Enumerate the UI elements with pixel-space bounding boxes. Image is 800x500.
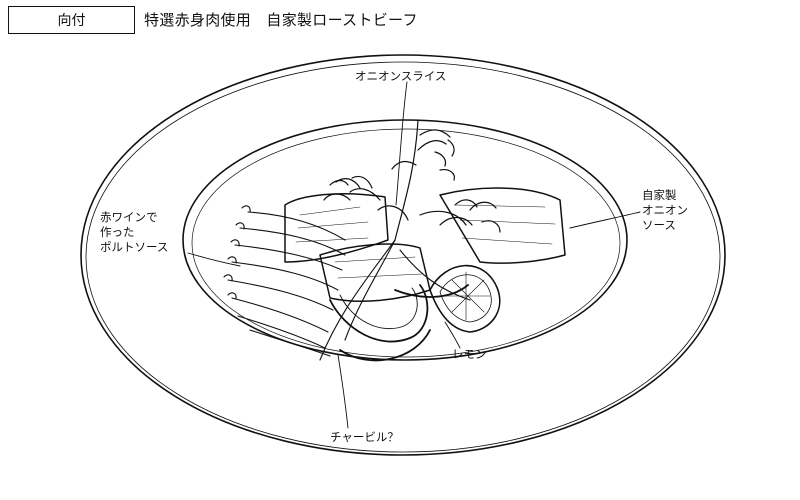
callout-onion-sauce-line-2: オニオン [642, 203, 688, 217]
course-label-box: 向付 [8, 6, 135, 34]
callout-lemon: レモン [452, 347, 487, 362]
callout-onion-slice-text: オニオンスライス [355, 69, 447, 83]
callout-onion-sauce-line-3: ソース [642, 218, 676, 232]
plate [80, 54, 726, 456]
course-label: 向付 [57, 13, 86, 29]
callout-chervil-text: チャービル？ [330, 430, 399, 444]
lemon-slice [429, 264, 501, 333]
onion-slices [329, 284, 469, 362]
chervil-sprigs [323, 119, 501, 241]
callout-onion-sauce: 自家製 オニオン ソース [642, 188, 688, 233]
callout-red-wine-sauce-line-1: 赤ワインで [100, 210, 158, 224]
dish-title: 特選赤身肉使用 自家製ローストビーフ [144, 11, 418, 29]
callout-lemon-text: レモン [452, 347, 487, 361]
callout-onion-sauce-line-1: 自家製 [642, 188, 677, 202]
leader-lines [187, 81, 641, 429]
herb-stems [319, 239, 471, 361]
callout-chervil: チャービル？ [330, 430, 399, 445]
callout-red-wine-sauce-line-2: 作った [100, 225, 135, 239]
asparagus-sketch [223, 205, 346, 357]
callout-red-wine-sauce: 赤ワインで 作った ポルトソース [100, 210, 168, 255]
callout-red-wine-sauce-line-3: ポルトソース [100, 240, 169, 254]
callout-onion-slice: オニオンスライス [355, 69, 446, 84]
beef-slices [284, 187, 566, 302]
